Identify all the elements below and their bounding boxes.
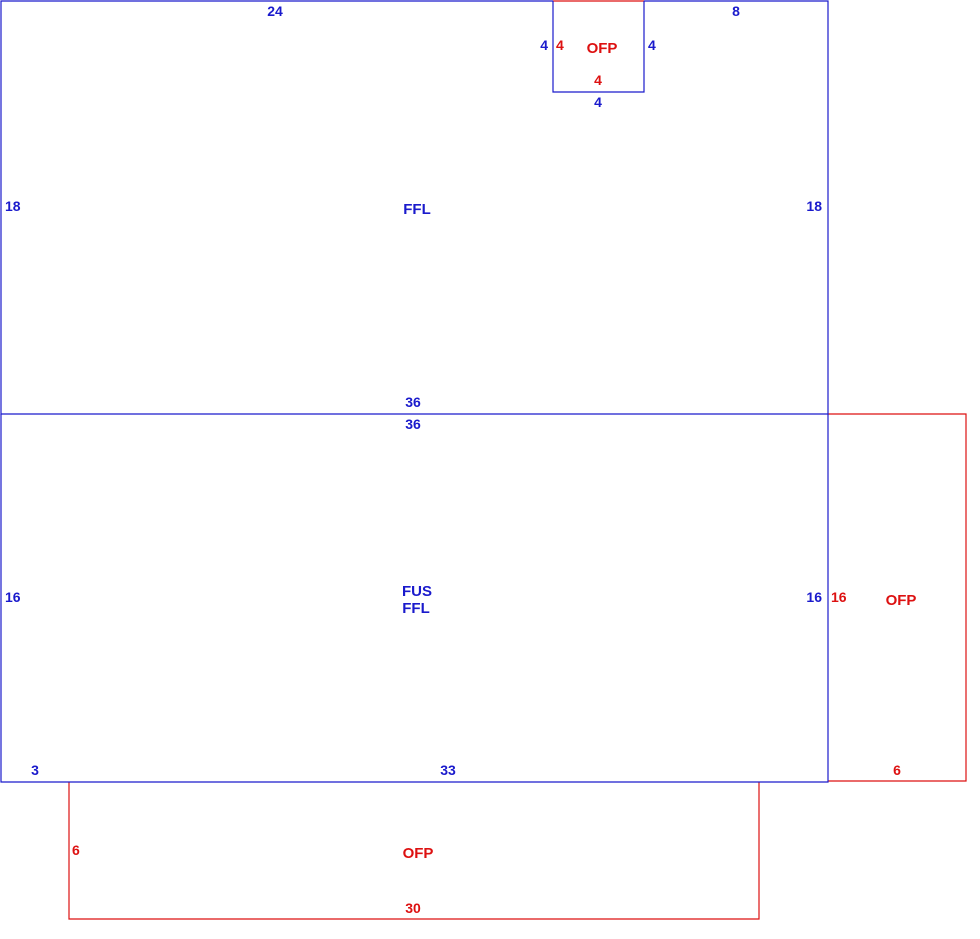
notch-dim-bottom-outer: 4: [594, 94, 602, 110]
upper-area-label: FFL: [403, 201, 431, 218]
lower-area-label-line1: FUS: [402, 583, 432, 600]
lower-dim-bottom: 33: [440, 762, 456, 778]
lower-dim-top: 36: [405, 416, 421, 432]
upper-section-outline: [0, 0, 829, 415]
lower-dim-bottom-left: 3: [31, 762, 39, 778]
bottom-porch-outline: [68, 782, 760, 920]
notch-dim-left-inner: 4: [556, 37, 564, 53]
notch-dim-left-outer: 4: [540, 37, 548, 53]
right-porch-dim-left: 16: [831, 589, 847, 605]
upper-dim-top-right: 8: [732, 3, 740, 19]
lower-area-label-line2: FFL: [402, 600, 430, 617]
right-porch-dim-bottom: 6: [893, 762, 901, 778]
upper-dim-bottom: 36: [405, 394, 421, 410]
right-porch-outline: [828, 413, 967, 782]
right-porch-area-label: OFP: [886, 592, 917, 609]
notch-dim-bottom-inner: 4: [594, 72, 602, 88]
notch-outline: [552, 1, 645, 93]
bottom-porch-area-label: OFP: [403, 845, 434, 862]
lower-dim-right: 16: [806, 589, 822, 605]
notch-dim-right: 4: [648, 37, 656, 53]
upper-dim-right: 18: [806, 198, 822, 214]
upper-dim-top-left: 24: [267, 3, 283, 19]
notch-area-label: OFP: [587, 40, 618, 57]
bottom-porch-dim-left: 6: [72, 842, 80, 858]
bottom-porch-dim-bottom: 30: [405, 900, 421, 916]
lower-section-outline: [0, 414, 829, 783]
lower-dim-left: 16: [5, 589, 21, 605]
upper-dim-left: 18: [5, 198, 21, 214]
